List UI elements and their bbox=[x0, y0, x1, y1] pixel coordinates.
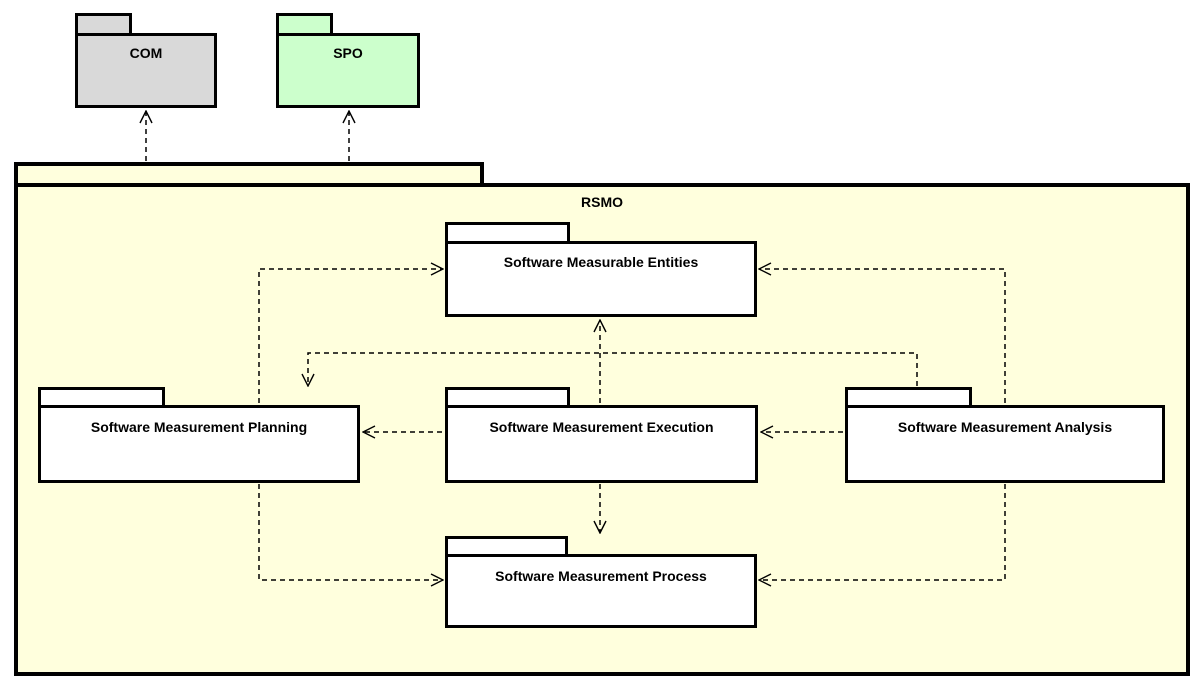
com-package-label: COM bbox=[129, 45, 163, 61]
measurement-analysis-package-label: Software Measurement Analysis bbox=[897, 419, 1113, 435]
measurement-planning-package-tab bbox=[38, 387, 165, 405]
measurable-entities-package-tab bbox=[445, 222, 570, 241]
rsmo-package-tab bbox=[14, 162, 484, 183]
measurement-execution-package-tab bbox=[445, 387, 570, 405]
measurable-entities-package: Software Measurable Entities bbox=[445, 241, 757, 317]
com-package-tab bbox=[75, 13, 132, 33]
com-package: COM bbox=[75, 33, 217, 108]
measurement-analysis-package: Software Measurement Analysis bbox=[845, 405, 1165, 483]
measurement-planning-package: Software Measurement Planning bbox=[38, 405, 360, 483]
measurement-analysis-package-tab bbox=[845, 387, 972, 405]
rsmo-package-label: RSMO bbox=[581, 194, 623, 210]
measurement-process-package: Software Measurement Process bbox=[445, 554, 757, 628]
measurable-entities-package-label: Software Measurable Entities bbox=[503, 254, 699, 270]
measurement-process-package-tab bbox=[445, 536, 568, 554]
spo-package-tab bbox=[276, 13, 333, 33]
measurement-process-package-label: Software Measurement Process bbox=[495, 568, 707, 584]
measurement-execution-package: Software Measurement Execution bbox=[445, 405, 758, 483]
spo-package-label: SPO bbox=[333, 45, 363, 61]
measurement-execution-package-label: Software Measurement Execution bbox=[489, 419, 714, 435]
measurement-planning-package-label: Software Measurement Planning bbox=[90, 419, 308, 435]
spo-package: SPO bbox=[276, 33, 420, 108]
